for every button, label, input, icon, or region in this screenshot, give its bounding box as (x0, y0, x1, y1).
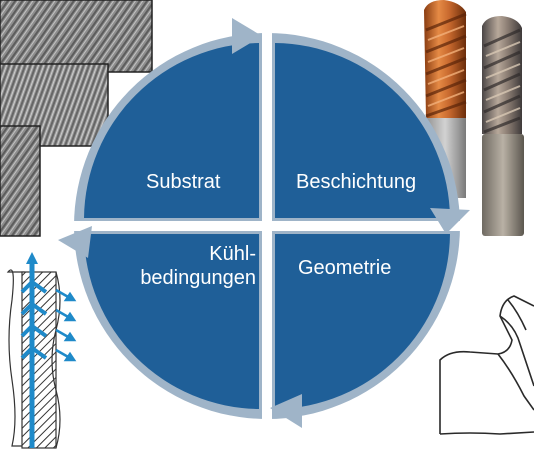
cutting-edge-geometry-icon (439, 295, 534, 435)
label-kuehlbedingungen: Kühl- bedingungen (140, 243, 256, 289)
arrow-head-bottom (270, 394, 302, 428)
label-beschichtung: Beschichtung (296, 171, 417, 193)
arrow-head-top (232, 18, 262, 54)
quadrant-bottom-left (84, 234, 259, 409)
label-geometrie: Geometrie (298, 257, 392, 279)
quadrant-top-left (84, 43, 259, 218)
label-substrat: Substrat (146, 171, 221, 193)
arrow-head-right (430, 208, 470, 234)
arrow-head-left (58, 226, 92, 258)
end-mill-tools-icon (424, 0, 524, 236)
sem-surface-images (0, 0, 153, 237)
internal-coolant-channels-icon (6, 252, 77, 449)
quadrant-bottom-right (275, 234, 450, 409)
quadrant-top-right (275, 43, 450, 218)
